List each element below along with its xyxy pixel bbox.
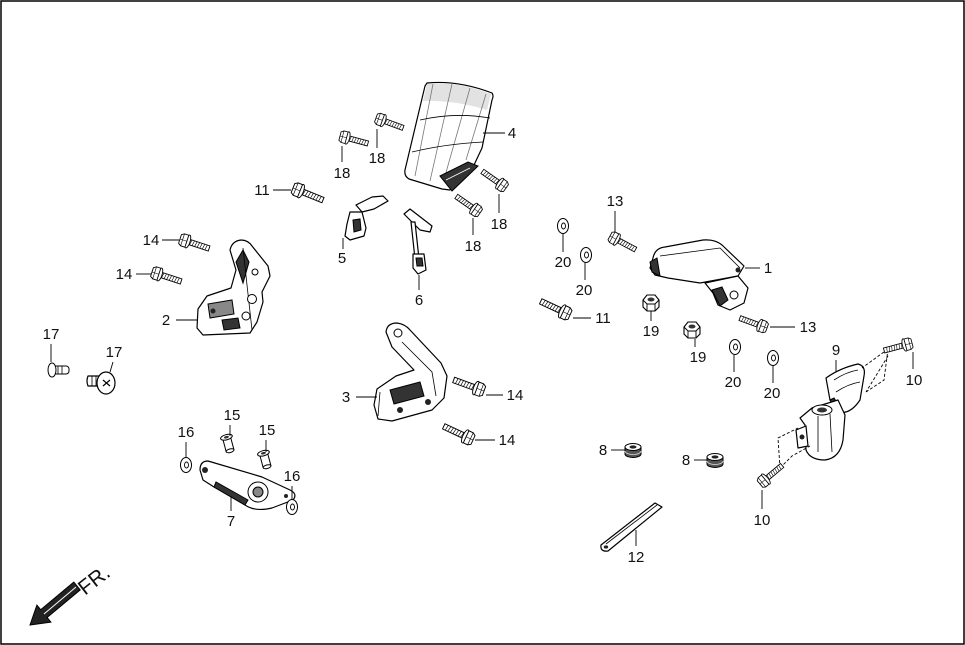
callout-label: 20 [725, 374, 742, 391]
nut [683, 321, 701, 339]
callout-label: 7 [227, 513, 235, 530]
callout-label: 18 [465, 238, 482, 255]
leader-lines [50, 129, 914, 546]
callout-label: 18 [334, 165, 351, 182]
callout-label: 11 [254, 182, 270, 199]
callout-label: 13 [800, 319, 817, 336]
stay-rod [403, 208, 433, 275]
washer [767, 350, 779, 366]
center-bracket [373, 322, 448, 422]
callout-label: 15 [259, 422, 276, 439]
callout-label: 19 [643, 323, 660, 340]
callout-label: 6 [415, 292, 423, 309]
callout-label: 20 [555, 254, 572, 271]
callout-label: 17 [106, 344, 123, 361]
arrow-down-left-icon [29, 581, 81, 626]
strap [600, 502, 663, 552]
callout-label: 10 [754, 512, 771, 529]
callout-label: 13 [607, 193, 624, 210]
callouts: 4 18 18 18 18 11 5 6 14 14 2 17 17 3 14 … [43, 125, 923, 566]
callout-label: 20 [764, 385, 781, 402]
mounting-plate [199, 460, 296, 511]
callout-label: 1 [764, 260, 772, 277]
right-bracket [649, 239, 749, 311]
windscreen [404, 81, 494, 192]
round-head-screw [86, 371, 116, 395]
grommet [706, 453, 724, 468]
callout-label: 15 [224, 407, 241, 424]
rivet-screw [47, 362, 70, 378]
left-bracket [196, 239, 271, 336]
grommet [624, 443, 642, 458]
callout-label: 19 [690, 349, 707, 366]
washer [729, 339, 741, 355]
callout-label: 14 [143, 232, 160, 249]
callout-label: 17 [43, 326, 60, 343]
callout-label: 5 [338, 250, 346, 267]
mount-bracket [777, 348, 889, 469]
callout-label: 4 [508, 125, 516, 142]
callout-label: 3 [342, 389, 350, 406]
washer [580, 247, 592, 263]
callout-label: 16 [284, 468, 301, 485]
callout-label: 12 [628, 549, 645, 566]
callout-label: 8 [682, 452, 690, 469]
callout-label: 11 [595, 310, 611, 327]
washer [286, 499, 298, 515]
callout-label: 16 [178, 424, 195, 441]
callout-label: 18 [491, 216, 508, 233]
callout-label: 10 [906, 372, 923, 389]
nut [642, 294, 660, 312]
callout-label: 14 [499, 432, 516, 449]
callout-label: 14 [507, 387, 524, 404]
callout-label: 20 [576, 282, 593, 299]
washer [557, 218, 569, 234]
callout-label: 8 [599, 442, 607, 459]
callout-label: 2 [162, 312, 170, 329]
small-bracket [344, 195, 389, 241]
callout-label: 18 [369, 150, 386, 167]
callout-label: 14 [116, 266, 133, 283]
washer [180, 457, 192, 473]
callout-label: 9 [832, 342, 840, 359]
